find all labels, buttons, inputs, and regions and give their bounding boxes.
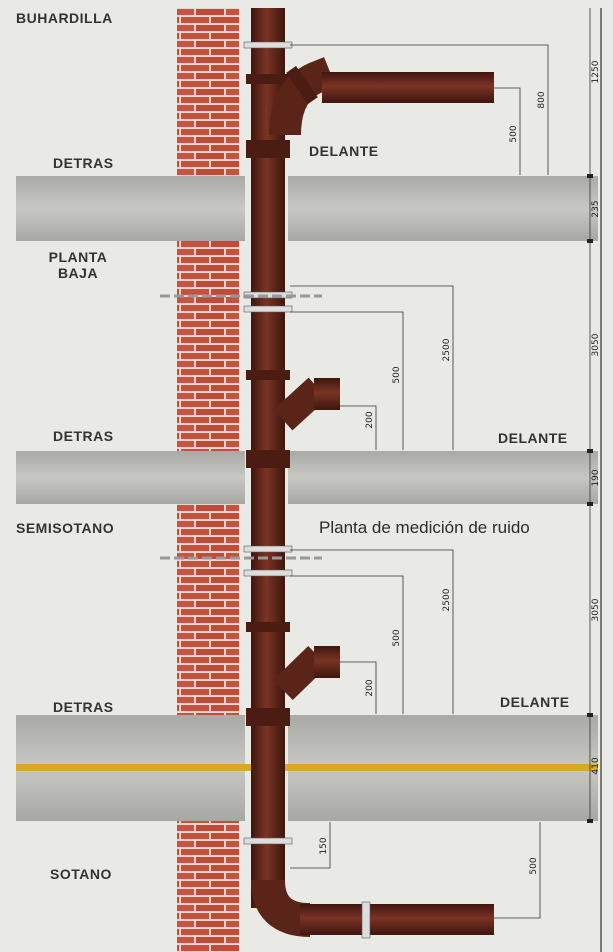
label-semisotano: SEMISOTANO	[16, 520, 115, 536]
diagram-title: Planta de medición de ruido	[319, 518, 530, 537]
main-drain-pipe	[243, 8, 293, 908]
label-buhardilla: BUHARDILLA	[16, 10, 113, 26]
basement-bend-pipe	[251, 879, 494, 939]
label-delante-low: DELANTE	[500, 694, 570, 710]
label-planta: PLANTA	[48, 249, 108, 265]
dim-150: 150	[319, 837, 329, 854]
dim-500-mid: 500	[392, 366, 402, 383]
label-delante-top: DELANTE	[309, 143, 379, 159]
dim-190: 190	[591, 469, 601, 486]
ground-floor-branch	[273, 377, 340, 431]
label-detras-mid: DETRAS	[53, 428, 114, 444]
dim-200-low: 200	[365, 679, 375, 696]
dim-235: 235	[591, 200, 601, 217]
label-planta-baja: PLANTA BAJA	[44, 249, 112, 281]
slab-ground-floor	[16, 176, 598, 241]
label-detras-low: DETRAS	[53, 699, 114, 715]
dim-500-top: 500	[509, 125, 519, 142]
dimension-ticks	[587, 174, 593, 823]
dim-3050-mid: 3050	[591, 333, 601, 356]
dimension-lines	[290, 8, 591, 919]
dim-500-low: 500	[392, 629, 402, 646]
label-baja: BAJA	[57, 265, 99, 281]
semibasement-branch	[273, 645, 340, 701]
label-delante-mid: DELANTE	[498, 430, 568, 446]
dim-2500-low: 2500	[442, 588, 452, 611]
dim-200-mid: 200	[365, 411, 375, 428]
dim-800: 800	[537, 91, 547, 108]
dim-500-basement: 500	[529, 857, 539, 874]
label-detras-top: DETRAS	[53, 155, 114, 171]
yellow-service-line	[16, 764, 598, 771]
label-sotano: SOTANO	[50, 866, 112, 882]
attic-branch-pipe	[269, 57, 494, 136]
slab-basement	[16, 715, 598, 821]
dim-410: 410	[591, 757, 601, 774]
slab-semibasement	[16, 451, 598, 504]
dim-1250: 1250	[591, 60, 601, 83]
dim-3050-low: 3050	[591, 598, 601, 621]
dim-2500-mid: 2500	[442, 338, 452, 361]
